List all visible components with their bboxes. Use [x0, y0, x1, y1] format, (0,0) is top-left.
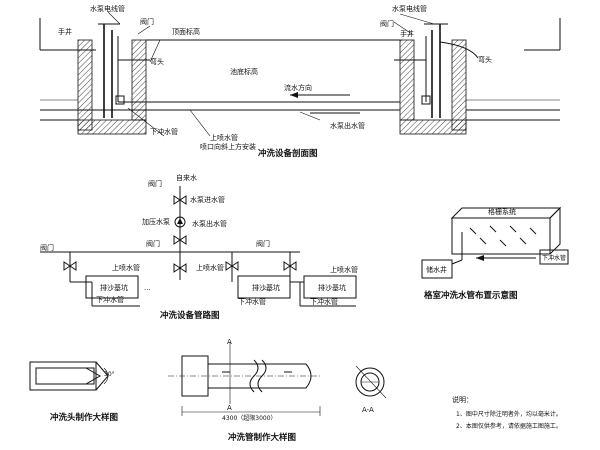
layout-view-caption: 格室冲洗水管布置示意图 — [424, 290, 518, 301]
label-bend-right: 弯头 — [478, 55, 492, 64]
right-wall-inner — [399, 39, 415, 121]
ellipsis-2: ··· — [262, 286, 269, 294]
label-pump-cable-left: 水泵电线管 — [90, 4, 125, 13]
label-water-source: 储水井 — [426, 265, 447, 274]
right-wall-outer — [451, 39, 467, 131]
ellipsis-1: ··· — [144, 286, 151, 294]
head-detail-caption: 冲洗头制作大样图 — [50, 412, 118, 423]
section-view: 水泵电线管 阀门 手井 顶面标高 弯头 池底标高 下冲水管 上喷水管 喷口向斜上… — [39, 4, 561, 159]
pipe-section-outer — [355, 367, 385, 397]
pipe-detail: A A 4300（超限3000） 冲洗管制作大样图 — [168, 338, 321, 443]
grid-box-front — [451, 217, 551, 255]
label-dimension: 4300（超限3000） — [222, 414, 277, 422]
label-valve-branch-mid: 阀门 — [146, 239, 160, 248]
tank-3 — [303, 275, 357, 299]
label-discharge-2: 下冲水管 — [238, 297, 266, 306]
note-item-1: 1、图中尺寸除注明者外，均以毫米计。 — [456, 410, 562, 418]
tank-1 — [85, 275, 139, 299]
pipe-coupling — [181, 355, 209, 397]
label-valve-top: 阀门 — [148, 179, 162, 188]
pipe-end — [305, 363, 312, 389]
label-valve-branch-left: 阀门 — [40, 243, 54, 252]
label-down-pipe: 下冲水管 — [542, 254, 566, 262]
label-nozzle-note: 喷口向斜上方安装 — [200, 142, 256, 151]
head-body-outer — [29, 361, 97, 391]
label-grid-cell: 格栅系统 — [488, 207, 516, 216]
left-chamber-base — [77, 119, 147, 135]
label-handwell-right: 手井 — [400, 29, 414, 38]
label-tank-3: 排沙基坑 — [318, 283, 346, 292]
label-handwell-left: 手井 — [58, 27, 72, 36]
label-angle: 30° — [104, 371, 115, 378]
label-valve-branch-right: 阀门 — [256, 239, 270, 248]
section-mark-top: A — [227, 338, 232, 346]
notes-block: 说明： 1、图中尺寸除注明者外，均以毫米计。 2、本图仅供参考，请依据施工图施工… — [452, 395, 562, 430]
section-aa: A-A — [355, 365, 387, 414]
right-chamber-base — [399, 119, 467, 135]
note-item-2: 2、本图仅供参考，请依据施工图施工。 — [456, 422, 562, 430]
right-bend-curve — [439, 41, 479, 59]
left-wall-inner — [131, 39, 147, 121]
label-upper-spray-2: 上喷水管 — [196, 263, 224, 272]
pipe-detail-caption: 冲洗管制作大样图 — [228, 432, 296, 443]
label-pump-outlet: 水泵出水管 — [192, 219, 227, 228]
tank-2 — [237, 275, 291, 299]
label-tank-2: 排沙基坑 — [252, 283, 280, 292]
section-aa-caption: A-A — [362, 406, 374, 414]
label-tank-1: 排沙基坑 — [100, 283, 128, 292]
water-source-tank — [421, 259, 453, 279]
head-detail: 30° 冲洗头制作大样图 — [29, 361, 118, 423]
left-wall-outer — [77, 39, 93, 131]
label-tap-water: 自来水 — [176, 173, 197, 182]
section-mark-bottom: A — [227, 404, 232, 412]
down-pipe-box — [539, 249, 569, 265]
label-upper-spray: 上喷水管 — [210, 133, 238, 142]
layout-view: 格栅系统 下冲水管 储水井 格室冲洗水管布置示意图 — [421, 206, 569, 301]
label-pump-supply: 水泵进水管 — [190, 195, 225, 204]
piping-diagram: ··· ··· 阀门 自来水 水泵进水管 加压水泵 水泵出水管 阀门 阀门 阀门… — [40, 173, 358, 321]
label-upper-spray-1: 上喷水管 — [112, 263, 140, 272]
notes-title: 说明： — [452, 395, 473, 404]
label-bottom-elevation: 池底标高 — [230, 67, 258, 76]
label-discharge-1: 下冲水管 — [96, 295, 124, 304]
label-discharge-pipe: 下冲水管 — [150, 127, 178, 136]
label-pump-outlet: 水泵出水管 — [330, 121, 365, 130]
label-discharge-3: 下冲水管 — [310, 297, 338, 306]
label-booster-pump: 加压水泵 — [142, 217, 170, 226]
label-upper-spray-3: 上喷水管 — [330, 265, 358, 274]
label-valve-left: 阀门 — [140, 17, 154, 26]
section-view-caption: 冲洗设备剖面图 — [258, 148, 318, 159]
label-bend-left: 弯头 — [150, 57, 164, 66]
label-top-elevation: 顶面标高 — [172, 27, 200, 36]
top-valve-symbol — [173, 195, 187, 205]
booster-pump-symbol — [174, 216, 186, 228]
label-valve-right: 阀门 — [380, 19, 394, 28]
piping-diagram-caption: 冲洗设备管路图 — [160, 310, 220, 321]
label-flow-direction: 流水方向 — [284, 83, 312, 92]
label-pump-cable-right: 水泵电线管 — [392, 4, 427, 13]
